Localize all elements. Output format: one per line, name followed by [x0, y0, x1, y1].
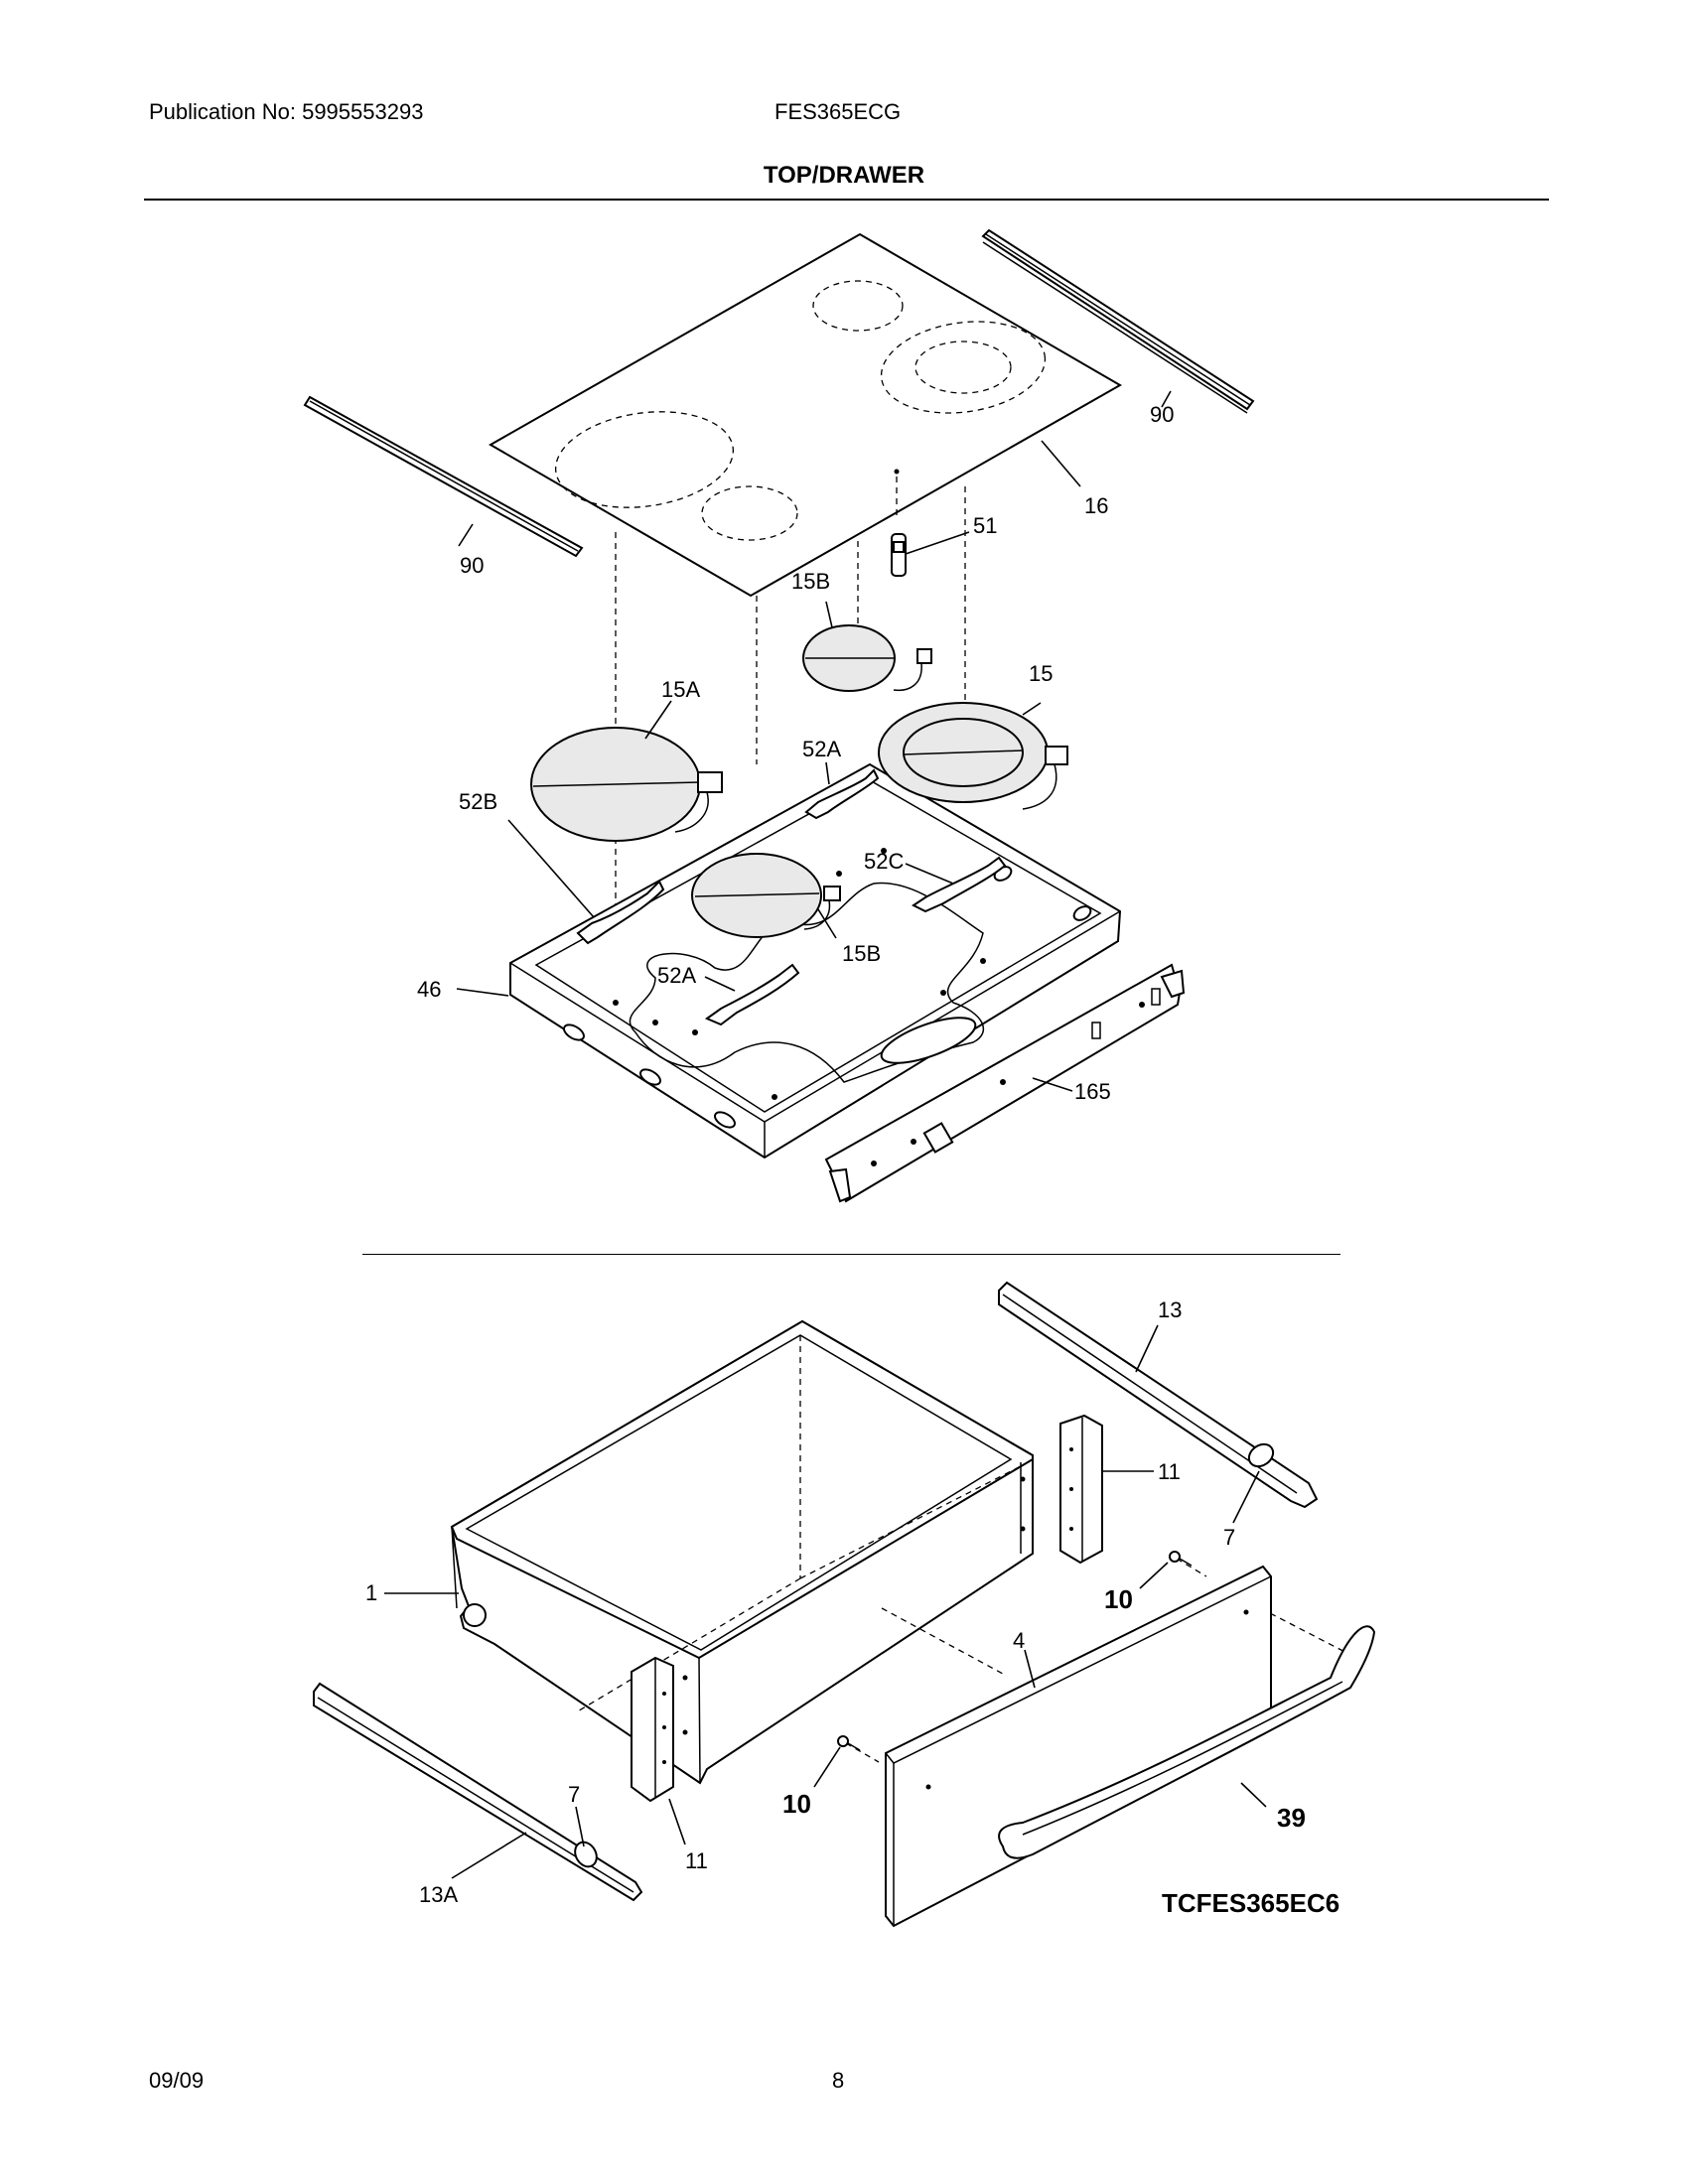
bracket-52b — [576, 880, 665, 945]
burner-box — [509, 762, 1122, 1160]
bracket-52a-upper — [804, 768, 880, 820]
callout-39: 39 — [1277, 1803, 1306, 1833]
callout-52a-top: 52A — [802, 737, 841, 761]
drawer-rail-right — [998, 1281, 1319, 1509]
callout-11-left: 11 — [685, 1848, 708, 1873]
element-15b-lower — [691, 853, 841, 938]
drawer-handle — [998, 1625, 1376, 1859]
callout-15: 15 — [1029, 661, 1053, 686]
callout-13: 13 — [1158, 1297, 1182, 1322]
model-number: FES365ECG — [774, 99, 902, 124]
callout-4: 4 — [1013, 1628, 1025, 1653]
callout-52c: 52C — [864, 849, 904, 874]
right-trim-strip — [981, 228, 1255, 414]
leader-lines — [384, 390, 1267, 1879]
drawer-support-right — [1059, 1414, 1103, 1565]
element-15 — [878, 702, 1068, 810]
callout-13a: 13A — [419, 1882, 458, 1907]
callout-165: 165 — [1074, 1079, 1111, 1104]
callout-90-right: 90 — [1150, 402, 1174, 427]
limiter-sensor — [891, 533, 907, 577]
element-15b-upper — [802, 624, 932, 692]
callout-15a: 15A — [661, 677, 700, 702]
callout-11-right: 11 — [1158, 1459, 1181, 1484]
publication-number: Publication No: 5995553293 — [149, 99, 424, 124]
drawer-support-left — [631, 1656, 674, 1803]
footer-date: 09/09 — [149, 2068, 205, 2093]
callout-10-right: 10 — [1104, 1584, 1133, 1614]
callout-46: 46 — [417, 977, 441, 1002]
callout-51: 51 — [973, 513, 997, 538]
drawer-rail-left — [313, 1682, 643, 1902]
left-trim-strip — [303, 395, 584, 558]
diagram-code: TCFES365EC6 — [1162, 1888, 1339, 1918]
callout-52b: 52B — [459, 789, 497, 814]
bracket-52c — [912, 856, 1007, 913]
callout-15b-top: 15B — [791, 569, 830, 594]
callout-15b-bottom: 15B — [842, 941, 881, 966]
section-divider — [362, 1254, 1340, 1255]
callout-10-left: 10 — [782, 1789, 811, 1819]
callout-16: 16 — [1084, 493, 1108, 518]
front-bracket — [824, 963, 1186, 1203]
callout-90-left: 90 — [460, 553, 484, 578]
drawer-body — [450, 1319, 1034, 1785]
callout-52a-bottom: 52A — [657, 963, 696, 988]
section-title: TOP/DRAWER — [763, 162, 925, 189]
callout-7-right: 7 — [1223, 1525, 1235, 1550]
screw-right — [1169, 1551, 1193, 1567]
callout-1: 1 — [365, 1580, 377, 1605]
callout-7-left: 7 — [568, 1782, 580, 1807]
header-divider — [144, 199, 1549, 201]
bracket-52a-lower — [704, 963, 800, 1026]
screw-left — [837, 1735, 861, 1751]
drawer-front-panel — [885, 1565, 1272, 1928]
page-number: 8 — [832, 2068, 845, 2093]
glass-cooktop — [488, 232, 1123, 598]
element-15a — [530, 727, 723, 842]
